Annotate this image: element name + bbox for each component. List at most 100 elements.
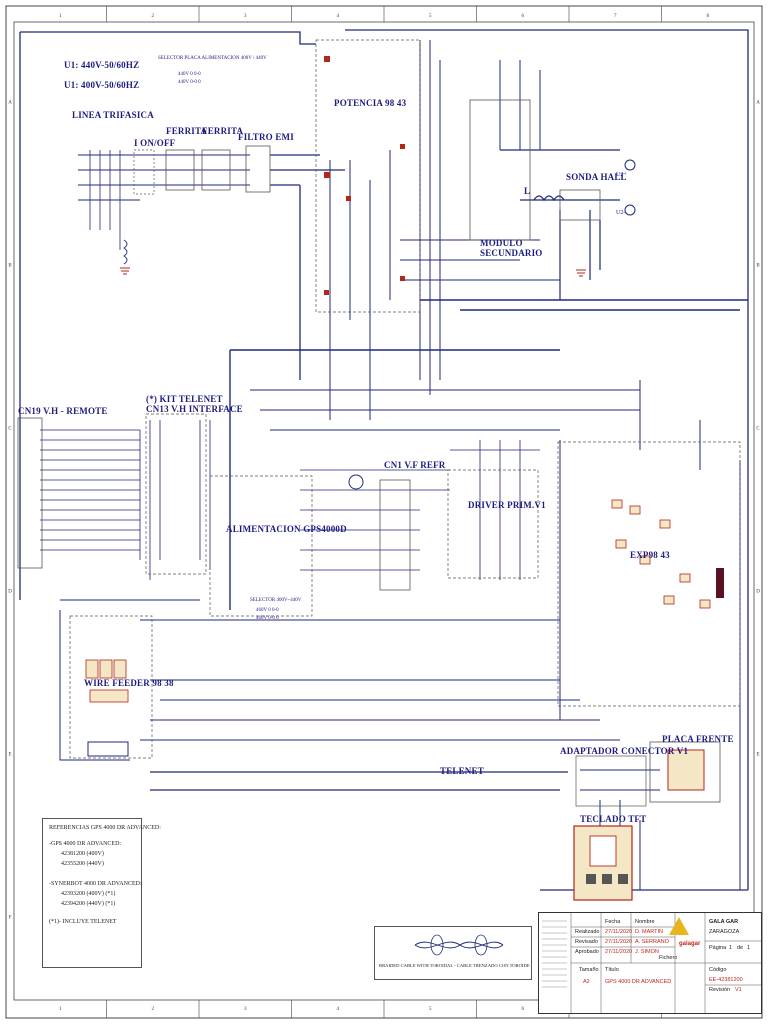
- filtro-emi-label: FILTRO EMI: [238, 132, 294, 142]
- wire-feeder-board: [69, 615, 153, 759]
- wf-display-bar: [89, 689, 129, 703]
- frame-row-label: A: [756, 101, 760, 106]
- pad-2: [324, 172, 330, 178]
- exp-chip-1: [611, 499, 623, 509]
- tb-de: de: [737, 945, 744, 951]
- ref-note: (*1)- INCLUYE TELENET: [49, 919, 117, 925]
- frame-col-label: 6: [522, 1007, 525, 1012]
- selector-row-1: 440V 0 0-0: [178, 72, 201, 77]
- potencia-label: POTENCIA 98 43: [334, 98, 407, 108]
- cn1-connector: [379, 479, 411, 591]
- tb-page: 1: [729, 945, 733, 951]
- inductor-label: L: [524, 186, 531, 196]
- tb-rev: V1: [735, 987, 742, 993]
- alim-outputs: [300, 469, 450, 571]
- tb-col-fecha: Fecha: [605, 919, 621, 925]
- teclado-key-1: [586, 874, 596, 884]
- exp-label: EXP98 43: [630, 550, 670, 560]
- cn19-connector: [17, 417, 43, 569]
- telenet-label: TELENET: [440, 766, 484, 776]
- frame-row-label: D: [756, 590, 760, 595]
- tb-date-2: 27/11/2020: [605, 939, 633, 945]
- ref-syn-2: 42394200 (440V) (*1): [61, 901, 116, 907]
- power-verticals: [329, 150, 391, 420]
- filtro-box: [245, 145, 271, 193]
- telenet-line: [150, 771, 568, 791]
- pad-5: [400, 276, 405, 281]
- main-horizontal-bus: [229, 349, 560, 610]
- braided-cable-symbol: [414, 934, 504, 956]
- placa-frente-box: [649, 741, 721, 803]
- mains-drops: [89, 150, 121, 250]
- frame-row-label: F: [9, 916, 12, 921]
- tb-pagina-label: Página: [709, 945, 727, 951]
- tb-titulo-label: Título: [605, 967, 619, 973]
- ground-symbol-2: [576, 269, 586, 277]
- right-power-bus: [420, 299, 748, 311]
- placa-frente-display: [667, 749, 705, 791]
- tb-pages: 1: [747, 945, 751, 951]
- sonda-box: [559, 189, 601, 221]
- exp-relay: [716, 568, 724, 598]
- tb-realizado: Realizado: [575, 929, 600, 935]
- tb-tamano-label: Tamaño: [579, 967, 599, 973]
- tb-code: EE-42381200: [709, 977, 743, 983]
- ferrita-1-box: [165, 149, 195, 191]
- tb-titulo: GPS 4000 DR ADVANCED: [605, 979, 672, 985]
- exp-chip-8: [699, 599, 711, 609]
- frame-col-label: 8: [707, 14, 710, 19]
- tb-name-2: A. SERRANO: [635, 939, 669, 945]
- frame-col-label: 1: [59, 14, 62, 19]
- ground-symbol-1: [120, 267, 130, 275]
- adaptador-label: ADAPTADOR CONECTOR V1: [560, 746, 689, 756]
- frame-col-label: 5: [429, 14, 432, 19]
- frame-row-label: E: [8, 753, 11, 758]
- tb-revisado: Revisado: [575, 939, 598, 945]
- filter-out-lines: [270, 154, 345, 380]
- inductor-l: [533, 195, 565, 202]
- wf-connector: [87, 741, 129, 757]
- output-minus-label: U2-: [616, 210, 626, 216]
- teclado-label: TECLADO TFT: [580, 814, 647, 824]
- wf-display-1: [85, 659, 99, 679]
- output-plus-terminal: [624, 159, 636, 171]
- placa-frente-label: PLACA FRENTE: [662, 734, 734, 744]
- frame-row-label: B: [756, 264, 760, 269]
- output-plus-label: U2+: [616, 172, 627, 178]
- tb-company: GALA GAR: [709, 919, 739, 925]
- ref-gps-2: 42355200 (440V): [61, 861, 104, 867]
- cn13-label: CN13 V.H INTERFACE: [146, 404, 243, 414]
- exp-chip-4: [615, 539, 627, 549]
- tb-aprobado: Aprobado: [575, 949, 599, 955]
- selector-row-2: 440V 0-0 0: [178, 80, 201, 85]
- cable-legend-box: BRAIDED CABLE WITH TOROIDAL - CABLE TREN…: [374, 926, 532, 980]
- tb-name-3: J. SIMON: [635, 949, 659, 955]
- interface-harness: [199, 420, 211, 570]
- frame-row-label: E: [756, 753, 759, 758]
- alimentacion-label: ALIMENTACION GPS4000D: [226, 524, 347, 534]
- top-bus-wire: [20, 29, 749, 890]
- cn19-label: CN19 V.H - REMOTE: [18, 406, 108, 416]
- ionoff-label: I ON/OFF: [134, 138, 176, 148]
- mains-lines: [78, 154, 250, 201]
- frame-row-label: C: [8, 427, 12, 432]
- frame-col-label: 6: [522, 14, 525, 19]
- tb-date-1: 27/11/2020: [605, 929, 633, 935]
- frame-col-label: 3: [244, 14, 247, 19]
- cable-legend-text: BRAIDED CABLE WITH TOROIDAL - CABLE TREN…: [379, 963, 530, 968]
- output-lines: [500, 149, 620, 300]
- exp-chip-7: [663, 595, 675, 605]
- exp-chip-5: [639, 555, 651, 565]
- wf-display-2: [99, 659, 113, 679]
- supply-label-2: U1: 400V-50/60HZ: [64, 80, 140, 90]
- tb-revision-label: Revisión: [709, 987, 731, 993]
- frame-col-label: 2: [152, 1007, 155, 1012]
- alimentacion-board: [209, 475, 313, 617]
- wire-feeder-label: WIRE FEEDER 98 38: [84, 678, 174, 688]
- title-block: Fecha Nombre Realizado Revisado Aprobado…: [538, 912, 762, 1014]
- pad-1: [324, 56, 330, 62]
- exp-side-wires: [559, 380, 741, 890]
- pad-6: [324, 290, 329, 295]
- tb-name-1: D. MARTIN: [635, 929, 664, 935]
